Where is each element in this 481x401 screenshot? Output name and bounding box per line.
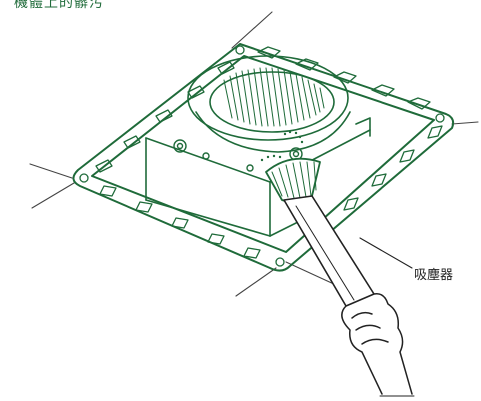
guide-line-right	[451, 121, 479, 125]
dust-particles	[260, 130, 304, 162]
vacuum-cleaner-label: 吸塵器	[414, 268, 454, 283]
guide-line-left-a	[29, 163, 73, 179]
guide-line-top	[231, 11, 273, 49]
intake-lower-lip	[195, 111, 351, 153]
frame-outline	[72, 43, 455, 272]
brush-bristles	[271, 161, 317, 199]
hand-left-edge	[341, 305, 383, 395]
guide-line-bottom	[235, 267, 277, 297]
screws	[173, 139, 303, 172]
guide-line-bottom-right	[285, 261, 337, 286]
hand-right-edge	[373, 292, 413, 395]
fan-housing	[145, 117, 371, 237]
hole-left	[202, 152, 210, 160]
fan-intake	[187, 55, 351, 153]
figure-title: 機體上的髒污	[14, 0, 104, 11]
hand	[341, 292, 415, 397]
guide-lines	[29, 11, 479, 297]
outer-frame	[72, 43, 455, 272]
fan-blades	[223, 67, 325, 127]
frame-inner-outline	[91, 55, 435, 253]
intake-inner-rim	[209, 71, 335, 133]
guide-line-left-b	[31, 182, 75, 209]
screw-left	[173, 139, 187, 153]
callout-leader	[359, 237, 413, 269]
intake-rim	[187, 55, 349, 141]
hole-middle	[246, 164, 254, 172]
